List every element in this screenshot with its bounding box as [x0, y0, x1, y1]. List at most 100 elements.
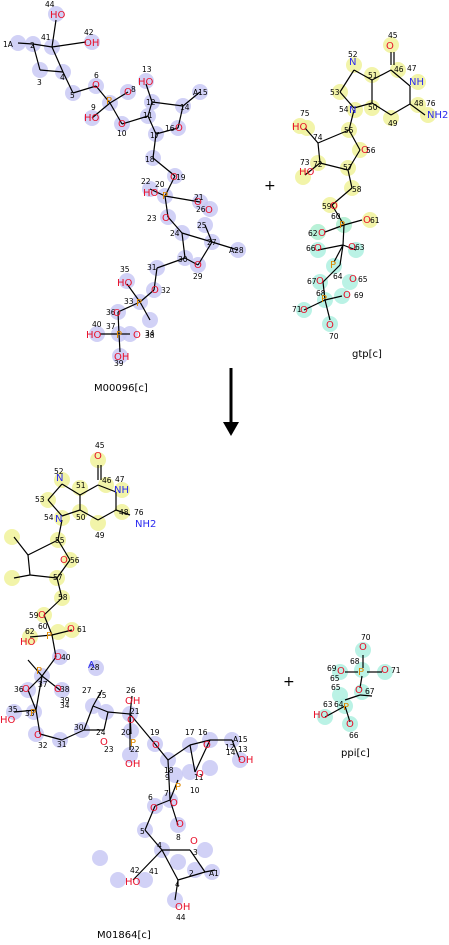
bond-layer [13, 19, 426, 901]
bond [194, 739, 211, 773]
gtp-highlight-yellow [310, 155, 326, 171]
gtp-atom-label: 58 [352, 185, 362, 194]
gtp-atom-label: O [330, 201, 338, 212]
bond [324, 295, 343, 301]
gtp-atom-label: 50 [368, 103, 378, 112]
gtp-atom-label: 69 [354, 291, 364, 300]
m2-atom-label: 56 [70, 556, 80, 565]
gtp-highlight-cyan [322, 316, 338, 332]
gtp-atom-label: O [361, 145, 369, 156]
bond [56, 559, 71, 579]
m1-atom-label: 41 [41, 33, 51, 42]
m2-atom-label: 3 [193, 848, 198, 857]
bond [167, 216, 183, 234]
m1-atom-label: 30 [178, 255, 188, 264]
bond [56, 577, 63, 599]
bond [324, 299, 331, 321]
gtp-atom-label: 49 [388, 119, 398, 128]
m1-atom-label: 12 [146, 98, 156, 107]
m2-atom-label: 31 [57, 740, 67, 749]
m1-highlight [138, 73, 154, 89]
gtp-atom-label: O [326, 320, 334, 331]
m1-atom-label: O [175, 123, 183, 134]
ppi-atom-label: 65 [330, 674, 340, 683]
m2-highlight-yellow [50, 624, 66, 640]
m1-highlight [202, 201, 218, 217]
m1-highlight [48, 6, 64, 22]
gtp-atom-label: 76 [426, 99, 436, 108]
ppi-atom-label: O [346, 719, 354, 730]
gtp-atom-label: 66 [306, 244, 316, 253]
m2-atom-label: O [203, 740, 211, 751]
gtp-atom-label: 61 [370, 216, 380, 225]
m2-atom-label: O [22, 684, 30, 695]
m1-atom-label: O [194, 197, 202, 208]
m2-atom-label: N [55, 514, 62, 525]
m2-atom-label: 61 [77, 625, 87, 634]
m2-atom-label: A1 [209, 869, 219, 878]
m2-atom-label: 76 [134, 508, 144, 517]
m2-atom-label: 4 [157, 841, 162, 850]
bond [344, 705, 351, 723]
m2-atom-label: 52 [54, 467, 64, 476]
m1-atom-label: 40 [92, 320, 102, 329]
m2-atom-label: 62 [25, 627, 35, 636]
bond [324, 705, 346, 718]
m2-highlight-blue [88, 660, 104, 676]
gtp-highlight-yellow [346, 57, 362, 73]
m2-atom-label: P [175, 782, 181, 793]
bond [177, 105, 184, 129]
gtp-atom-label: O [349, 274, 357, 285]
bond [97, 484, 117, 493]
m2-atom-label: O [54, 652, 62, 663]
gtp-highlight-cyan [310, 224, 326, 240]
plus-sign-top: + [264, 178, 276, 194]
bond [204, 224, 213, 243]
bond [371, 69, 392, 81]
bond [322, 281, 326, 301]
ppi-highlight [332, 664, 348, 680]
bond [182, 91, 201, 107]
bond [103, 711, 109, 731]
bond [167, 744, 191, 761]
m2-atom-label: 49 [95, 531, 105, 540]
m2-atom-label: O [196, 769, 204, 780]
bond [181, 232, 186, 259]
bond [177, 871, 206, 881]
gtp-atom-label: P [330, 260, 336, 271]
m1-atom-label: 33 [124, 297, 134, 306]
m2-atom-label: 5 [140, 827, 145, 836]
bond [79, 509, 99, 521]
m2-atom-label: O [34, 730, 42, 741]
gtp-atom-label: O [316, 276, 324, 287]
m2-highlight-blue [204, 864, 220, 880]
bond [61, 483, 81, 496]
m2-atom-label: 21 [130, 707, 140, 716]
m2-atom-label: 17 [185, 728, 195, 737]
bond [154, 799, 171, 807]
gtp-atom-label: 48 [414, 99, 424, 108]
m2-atom-label: 58 [58, 593, 68, 602]
m2-atom-label: OH [238, 755, 253, 766]
m2-atom-label: NH [114, 485, 129, 496]
gtp-atom-label: 55 [344, 126, 354, 135]
ppi-highlight [354, 662, 370, 678]
m2-atom-label: P [46, 631, 52, 642]
bond [174, 879, 179, 901]
m2-atom-label: 36 [14, 685, 24, 694]
bond [91, 102, 111, 119]
bond [169, 799, 179, 826]
m1-atom-label: 35 [120, 265, 130, 274]
bond [353, 102, 373, 109]
m2-atom-label: 51 [76, 481, 86, 490]
m1-atom-label: A28 [229, 246, 244, 255]
m1-atom-label: O [118, 119, 126, 130]
m2-atom-label: 25 [97, 691, 107, 700]
m2-atom-label: O [170, 798, 178, 809]
bond [339, 69, 355, 93]
m1-atom-label: 32 [161, 286, 171, 295]
ppi-atom-label: 70 [361, 633, 371, 642]
ppi-highlight [355, 642, 371, 658]
bond [164, 175, 176, 197]
m2-highlight-blue [122, 747, 138, 763]
